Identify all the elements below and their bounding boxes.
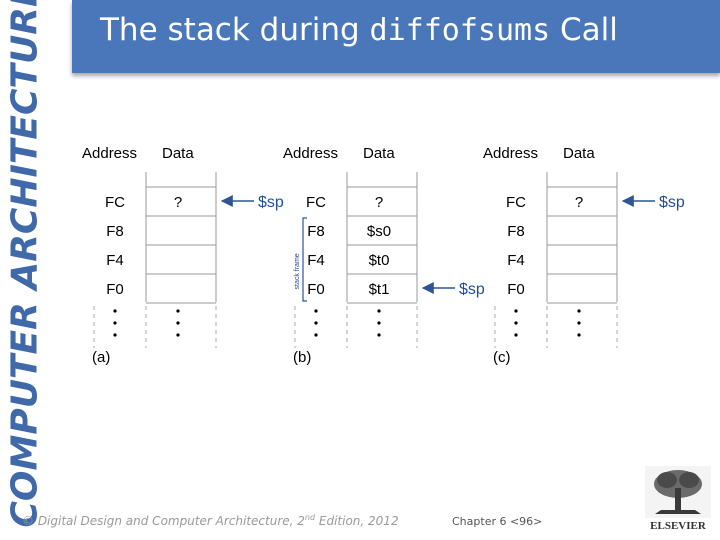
publisher-name: ELSEVIER xyxy=(650,520,706,532)
elsevier-logo: ELSEVIER xyxy=(645,466,711,532)
address-cell: F4 xyxy=(307,252,325,269)
sp-label: $sp xyxy=(258,194,284,211)
sp-label: $sp xyxy=(459,281,485,298)
data-cell: $s0 xyxy=(367,223,391,240)
ellipsis-dot xyxy=(113,309,117,313)
ellipsis-dot xyxy=(377,309,381,313)
ellipsis-dot xyxy=(176,321,180,325)
data-cell: ? xyxy=(575,194,583,211)
panel-caption: (b) xyxy=(293,349,311,366)
address-cell: F8 xyxy=(106,223,124,240)
ellipsis-dot xyxy=(377,333,381,337)
header-bar: The stack during diffofsums Call xyxy=(72,0,720,73)
address-cell: F0 xyxy=(307,281,325,298)
address-cell: FC xyxy=(306,194,326,211)
ellipsis-dot xyxy=(314,333,318,337)
ellipsis-dot xyxy=(314,309,318,313)
stack-frame-bracket xyxy=(302,217,307,302)
ellipsis-dot xyxy=(577,321,581,325)
column-header-address: Address xyxy=(483,145,538,162)
tree-icon xyxy=(645,466,711,518)
ellipsis-dot xyxy=(514,333,518,337)
column-header-address: Address xyxy=(82,145,137,162)
panel-caption: (c) xyxy=(493,349,511,366)
data-cell: ? xyxy=(375,194,383,211)
stack-frame-label: stack frame xyxy=(294,253,301,289)
ellipsis-dot xyxy=(113,321,117,325)
address-cell: F0 xyxy=(507,281,525,298)
title-code: diffofsums xyxy=(369,13,551,48)
copyright-tail: Edition, 2012 xyxy=(315,514,399,528)
ellipsis-dot xyxy=(514,309,518,313)
panel-caption: (a) xyxy=(92,349,110,366)
chapter-label: Chapter 6 <96> xyxy=(452,515,543,528)
column-header-data: Data xyxy=(563,145,595,162)
title-prefix: The stack during xyxy=(100,12,370,48)
copyright-main: Digital Design and Computer Architecture… xyxy=(34,514,305,528)
address-cell: FC xyxy=(105,194,125,211)
ellipsis-dot xyxy=(377,321,381,325)
address-cell: F4 xyxy=(106,252,124,269)
copyright-sup: nd xyxy=(304,513,316,522)
address-cell: F4 xyxy=(507,252,525,269)
column-header-data: Data xyxy=(363,145,395,162)
ellipsis-dot xyxy=(176,333,180,337)
address-cell: F8 xyxy=(307,223,325,240)
copyright-symbol: © xyxy=(22,514,34,528)
data-cell: $t1 xyxy=(369,281,390,298)
address-cell: F8 xyxy=(507,223,525,240)
sp-label: $sp xyxy=(659,194,685,211)
ellipsis-dot xyxy=(113,333,117,337)
ellipsis-dot xyxy=(577,333,581,337)
address-cell: F0 xyxy=(106,281,124,298)
copyright-footer: © Digital Design and Computer Architectu… xyxy=(22,513,399,528)
data-cell: ? xyxy=(174,194,182,211)
ellipsis-dot xyxy=(577,309,581,313)
ellipsis-dot xyxy=(514,321,518,325)
title-suffix: Call xyxy=(550,12,618,48)
page-title: The stack during diffofsums Call xyxy=(100,12,618,48)
column-header-data: Data xyxy=(162,145,194,162)
ellipsis-dot xyxy=(176,309,180,313)
data-cell: $t0 xyxy=(369,252,390,269)
column-header-address: Address xyxy=(283,145,338,162)
ellipsis-dot xyxy=(314,321,318,325)
address-cell: FC xyxy=(506,194,526,211)
